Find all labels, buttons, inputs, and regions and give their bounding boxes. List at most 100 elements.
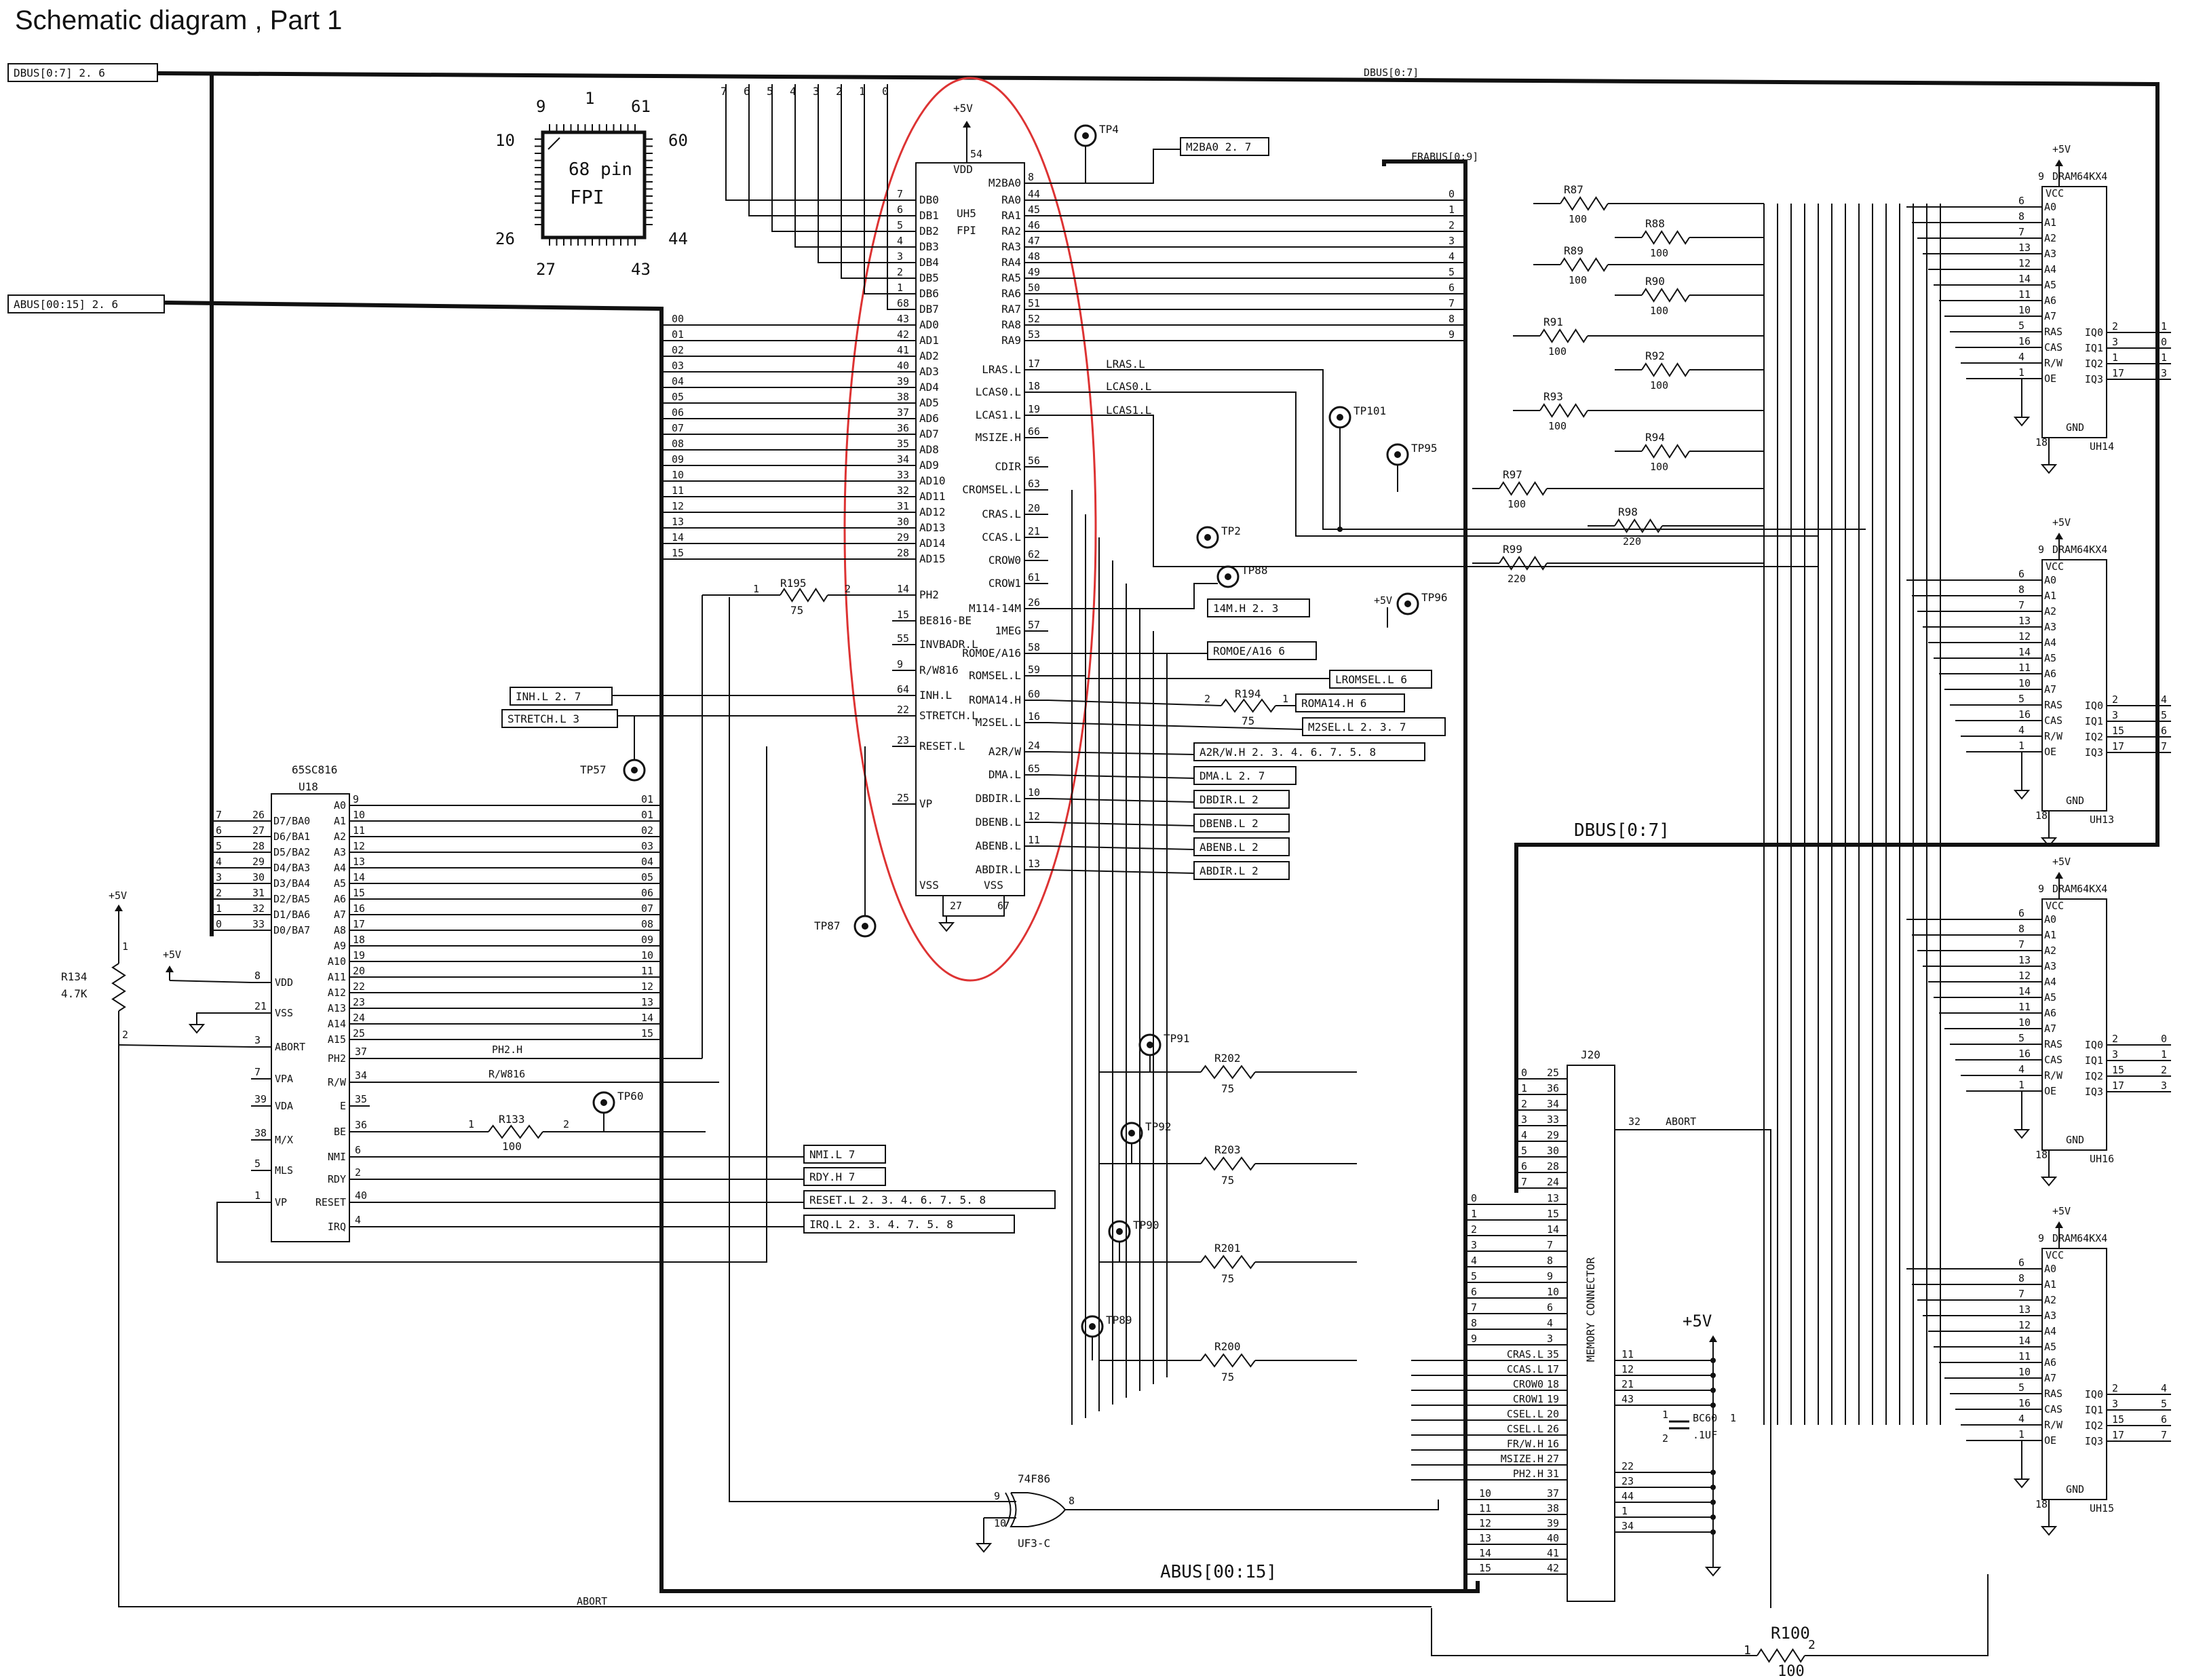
r194-p2: 1 bbox=[1282, 693, 1288, 705]
tp96-dot bbox=[1404, 600, 1411, 607]
xor-gate-arc bbox=[1005, 1492, 1012, 1527]
cpu-addr-pin: 25 bbox=[353, 1027, 365, 1039]
cap-p2: 2 bbox=[1662, 1432, 1668, 1445]
fpi-right-pin-number: 48 bbox=[1028, 250, 1040, 263]
dram-left-pin-number: 16 bbox=[2018, 708, 2031, 721]
cpu-ctrl-right-name: IRQ bbox=[328, 1221, 346, 1233]
tp96-ring bbox=[1396, 592, 1419, 615]
db-line bbox=[748, 95, 892, 216]
plcc-sub: FPI bbox=[570, 186, 604, 208]
right-resistor-ref: R94 bbox=[1645, 431, 1665, 444]
fpi-left-pin-name: DB3 bbox=[919, 240, 939, 253]
dram-right-name: IQ1 bbox=[2085, 1054, 2103, 1067]
connector-top-row-pin: 34 bbox=[1547, 1098, 1559, 1110]
reset-tag-text: RESET.L 2. 3. 4. 6. 7. 5. 8 bbox=[809, 1194, 986, 1206]
plcc-pin44: 44 bbox=[668, 229, 688, 248]
connector-top-row-pin: 25 bbox=[1547, 1067, 1559, 1079]
connector-sig-row-name: MSIZE.H bbox=[1501, 1453, 1543, 1465]
fpi-right-pin-name: RA8 bbox=[1001, 318, 1021, 331]
dram-left-pin-name: OE bbox=[2044, 1085, 2056, 1097]
a2rw-tag-text: A2R/W.H 2. 3. 4. 6. 7. 5. 8 bbox=[1199, 746, 1376, 759]
ad-bus-label: 06 bbox=[672, 406, 684, 419]
dram-supply bbox=[2055, 1221, 2063, 1228]
dram-left-pin-name: A4 bbox=[2044, 263, 2056, 275]
top-bit-label: 7 bbox=[721, 85, 727, 98]
connector-sig-row-name: CROW0 bbox=[1513, 1378, 1543, 1390]
dram-vcc-pin: 9 bbox=[2038, 883, 2044, 895]
cpu-addr-bus: 01 bbox=[641, 809, 653, 821]
fpi-right-pin-name: DMA.L bbox=[989, 768, 1021, 781]
cpu-addr-bus: 14 bbox=[641, 1012, 653, 1024]
dram-left-pin-name: A0 bbox=[2044, 913, 2056, 925]
fpi-left-pin-name: DB1 bbox=[919, 209, 939, 222]
dram-right-pin: 17 bbox=[2112, 1080, 2124, 1092]
r100-left-wire bbox=[1431, 1608, 1757, 1656]
m2sel-tag-box bbox=[1302, 717, 1446, 736]
dram-left-pin-number: 5 bbox=[2018, 1381, 2024, 1394]
cpu-ctrl-left-name: ABORT bbox=[275, 1041, 305, 1053]
connector-top-row-pin: 30 bbox=[1547, 1145, 1559, 1157]
cpu-data-ext: 2 bbox=[216, 887, 222, 899]
dram-left-pin-name: A1 bbox=[2044, 929, 2056, 941]
cpu-vss-wire bbox=[196, 1012, 251, 1018]
ad-bus-label: 04 bbox=[672, 375, 684, 387]
tp96-plus5: +5V bbox=[1374, 594, 1392, 607]
connector-sig-row-pin: 20 bbox=[1547, 1408, 1559, 1420]
abdir-tag-text: ABDIR.L 2 bbox=[1199, 864, 1259, 877]
cap-val: .1UF bbox=[1693, 1429, 1717, 1441]
ad-bus-label: 00 bbox=[672, 313, 684, 325]
connector-abort-pin: 32 bbox=[1628, 1115, 1640, 1128]
cpu-addr-name: A11 bbox=[328, 971, 346, 983]
abus-main-line bbox=[164, 301, 1480, 1593]
fpi-left-pin-number: 3 bbox=[897, 250, 903, 263]
dram-left-pin-name: A0 bbox=[2044, 1263, 2056, 1275]
right-resistor-val: 100 bbox=[1548, 420, 1567, 432]
fpi-left-pin-name: AD3 bbox=[919, 365, 939, 378]
top-bit-label: 1 bbox=[859, 85, 866, 98]
dram-left-pin-name: A5 bbox=[2044, 279, 2056, 291]
cpu-data-name: D4/BA3 bbox=[273, 862, 310, 874]
fpi-right-pin-number: 56 bbox=[1028, 455, 1040, 467]
r133-p2: 2 bbox=[563, 1118, 569, 1130]
fpi-right-pin-number: 24 bbox=[1028, 740, 1040, 752]
dram-left-pin-name: A2 bbox=[2044, 232, 2056, 244]
cpu-ctrl-left-pin: 39 bbox=[254, 1093, 267, 1105]
connector-sig-row-pin: 19 bbox=[1547, 1393, 1559, 1405]
cpu-data-pin: 31 bbox=[252, 887, 265, 899]
fpi-left-pin-number: 38 bbox=[897, 391, 909, 403]
right-resistor-val: 220 bbox=[1508, 573, 1526, 585]
fpi-left-pin-name: DB2 bbox=[919, 225, 939, 237]
fpi-right-pin-name: RA4 bbox=[1001, 256, 1021, 269]
dram-ground bbox=[2040, 837, 2058, 847]
fpi-right-pin-number: 62 bbox=[1028, 548, 1040, 560]
nmi-tag-text: NMI.L 7 bbox=[809, 1148, 855, 1161]
dram-left-pin-name: A5 bbox=[2044, 652, 2056, 664]
ad-bus-label: 07 bbox=[672, 422, 684, 434]
dram-right-pin: 3 bbox=[2112, 336, 2118, 348]
ad-bus-label: 11 bbox=[672, 484, 684, 497]
rw-net-label: R/W816 bbox=[488, 1068, 525, 1080]
dram-oe-wire bbox=[2015, 378, 2022, 411]
dram-q: 1 bbox=[2161, 351, 2167, 364]
romoe-tag-text: ROMOE/A16 6 bbox=[1213, 645, 1285, 657]
cpu-ctrl-right-pin: 6 bbox=[355, 1144, 361, 1156]
tp88-label: TP88 bbox=[1242, 564, 1268, 577]
fpi-left-pin-name: AD11 bbox=[919, 490, 946, 503]
right-resistor-symbol bbox=[1560, 196, 1609, 211]
cpu-data-pin: 33 bbox=[252, 918, 265, 930]
connector-addr-row-pin: 3 bbox=[1547, 1333, 1553, 1345]
right-resistor-ref: R99 bbox=[1503, 543, 1522, 556]
dram-ground bbox=[2040, 1177, 2058, 1187]
dram-left-pin-number: 10 bbox=[2018, 1366, 2031, 1378]
supply-plus5-big: +5V bbox=[1683, 1312, 1712, 1331]
ra-bus-label: 6 bbox=[1448, 282, 1455, 294]
fpi-right-pin-number: 20 bbox=[1028, 502, 1040, 514]
fpi-left-pin-number: 5 bbox=[897, 219, 903, 231]
fpi-right-pin-name: 1MEG bbox=[995, 624, 1021, 637]
tp4-dot bbox=[1082, 132, 1089, 139]
ad-bus-label: 14 bbox=[672, 531, 684, 543]
dram-q: 1 bbox=[2161, 1048, 2167, 1061]
fpi-left-pin-number: 31 bbox=[897, 500, 909, 512]
reset-tag-box bbox=[803, 1190, 1056, 1209]
